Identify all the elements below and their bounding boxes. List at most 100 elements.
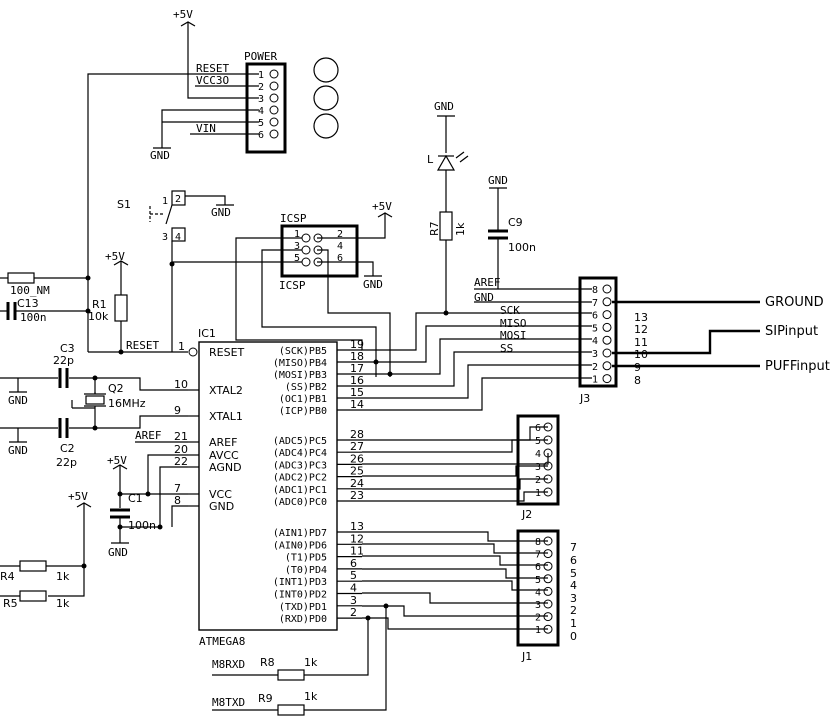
j3-arduino-10: 10 — [634, 348, 648, 361]
ic1-left-pin-number: 7 — [174, 482, 181, 495]
j3-signal-aref: AREF — [474, 276, 501, 289]
j3-signal-gnd: GND — [474, 291, 494, 304]
ic1-left-pin-number: 10 — [174, 378, 188, 391]
j1-arduino-7: 7 — [570, 541, 577, 554]
power-pin-socket — [269, 93, 279, 103]
power-pin-socket — [269, 129, 279, 139]
j2-pin-number: 1 — [535, 488, 541, 499]
c13-ref: C13 — [17, 297, 39, 310]
ic1-right-pin-name: (ADC2)PC2 — [273, 473, 327, 484]
reset-net-label: RESET — [126, 339, 159, 352]
ic1-right-pin-name: (ADC0)PC0 — [273, 497, 327, 508]
mounting-hole-3 — [313, 113, 339, 139]
ic1-right-pin-number: 6 — [350, 557, 357, 570]
j3-pin-number: 5 — [592, 323, 598, 334]
ic1-left-pin-name: XTAL2 — [209, 384, 243, 397]
led-indicator: GND L R7 1k — [427, 100, 469, 313]
power-pin-socket — [269, 69, 279, 79]
ic1-right-pin-number: 25 — [350, 465, 364, 478]
ic1-body — [198, 341, 338, 631]
r5-ref: R5 — [3, 597, 18, 610]
power-pin-number: 1 — [258, 70, 264, 81]
power-pin-socket — [269, 81, 279, 91]
icsp-pin-left — [301, 245, 311, 255]
j1-pin-number: 2 — [535, 613, 541, 624]
ic1-right-pin-name: (RXD)PD0 — [279, 614, 327, 625]
j3-pin-number: 1 — [592, 375, 598, 386]
j1-pin-number: 5 — [535, 575, 541, 586]
net-sipinput: SIPinput — [765, 324, 818, 339]
j3-pin-number: 2 — [592, 362, 598, 373]
ic1-right-pin-number: 2 — [350, 606, 357, 619]
j3-pin-number: 3 — [592, 349, 598, 360]
j1-pin-socket — [543, 574, 553, 584]
j3-pin-socket — [602, 374, 612, 384]
reset-switch: S1 2 1 3 4 GND — [117, 190, 234, 264]
r9-value: 1k — [304, 690, 318, 703]
ic1-left-pin-number: 21 — [174, 430, 188, 443]
analog-supply: AREF +5V C1 100n GND — [107, 429, 188, 559]
q2-value: 16MHz — [108, 397, 146, 410]
ic1-right-pin-name: (ICP)PB0 — [279, 406, 327, 417]
ic1-right-pin-name: (MOSI)PB3 — [273, 370, 327, 381]
j3-signal-ss: SS — [500, 342, 513, 355]
ic1-right-pin-name: (SS)PB2 — [285, 382, 327, 393]
power-pin-socket — [269, 105, 279, 115]
power-header-title: POWER — [244, 50, 277, 63]
ic1-left-pin-number: 8 — [174, 494, 181, 507]
icsp-pin-left — [301, 257, 311, 267]
j1-arduino-2: 2 — [570, 604, 577, 617]
led-ground-label: GND — [434, 100, 454, 113]
j3-body — [578, 276, 618, 388]
j1-arduino-4: 4 — [570, 579, 577, 592]
ic1-right-pin-name: (T0)PD4 — [285, 565, 327, 576]
power-supply-label: +5V — [173, 8, 193, 21]
ic1-atmega8: IC1 ATMEGA8 RESET1XTAL210XTAL19AREF21AVC… — [174, 327, 364, 648]
power-header-body — [245, 62, 287, 154]
ic1-right-pin-name: (AIN1)PD7 — [273, 528, 327, 539]
r1-ref: R1 — [92, 298, 107, 311]
ic1-left-pin-name: XTAL1 — [209, 410, 243, 423]
j3-pin-socket — [602, 284, 612, 294]
r8-ref: R8 — [260, 656, 275, 669]
j1-arduino-6: 6 — [570, 554, 577, 567]
ic1-right-pin-name: (MISO)PB4 — [273, 358, 327, 369]
icsp-pin-right-number: 6 — [337, 253, 343, 264]
ic1-right-pin-number: 17 — [350, 362, 364, 375]
switch-pin-2: 2 — [175, 194, 181, 205]
crystal-ground-2: GND — [8, 444, 28, 457]
r7-body — [439, 211, 453, 241]
serial-resistors: M8RXD R8 1k M8TXD R9 1k — [212, 603, 389, 716]
j3-pin-number: 7 — [592, 298, 598, 309]
j3-pin-socket — [602, 348, 612, 358]
ic1-right-pin-number: 5 — [350, 569, 357, 582]
icsp-title-bottom: ICSP — [279, 279, 306, 292]
icsp-pin-left-number: 3 — [294, 241, 300, 252]
mounting-hole-1 — [313, 57, 339, 83]
j3-signal-sck: SCK — [500, 304, 520, 317]
power-pin-number: 3 — [258, 94, 264, 105]
j1-pin-number: 6 — [535, 562, 541, 573]
c9-value: 100n — [508, 241, 536, 254]
j2-pin-number: 2 — [535, 475, 541, 486]
icsp-ground-label: GND — [363, 278, 383, 291]
ic1-right-pin-name: (T1)PD5 — [285, 553, 327, 564]
ic1-right-pin-number: 23 — [350, 489, 364, 502]
ic1-right-pin-number: 4 — [350, 582, 357, 595]
j1-pin-socket — [543, 561, 553, 571]
ic1-right-pin-name: (ADC5)PC5 — [273, 436, 327, 447]
power-pin-signal: VIN — [196, 122, 216, 135]
ic1-right-pin-name: (TXD)PD1 — [279, 602, 327, 613]
ic1-left-pin-number: 22 — [174, 455, 188, 468]
power-pin-socket — [269, 117, 279, 127]
power-pin-number: 5 — [258, 118, 264, 129]
j1-ref: J1 — [521, 650, 532, 663]
r9-body — [277, 704, 305, 716]
c9-ground-label: GND — [488, 174, 508, 187]
ic1-right-pin-number: 26 — [350, 452, 364, 465]
r9-ref: R9 — [258, 692, 273, 705]
ic1-left-pin-name: VCC — [209, 488, 232, 501]
power-pin-number: 2 — [258, 82, 264, 93]
